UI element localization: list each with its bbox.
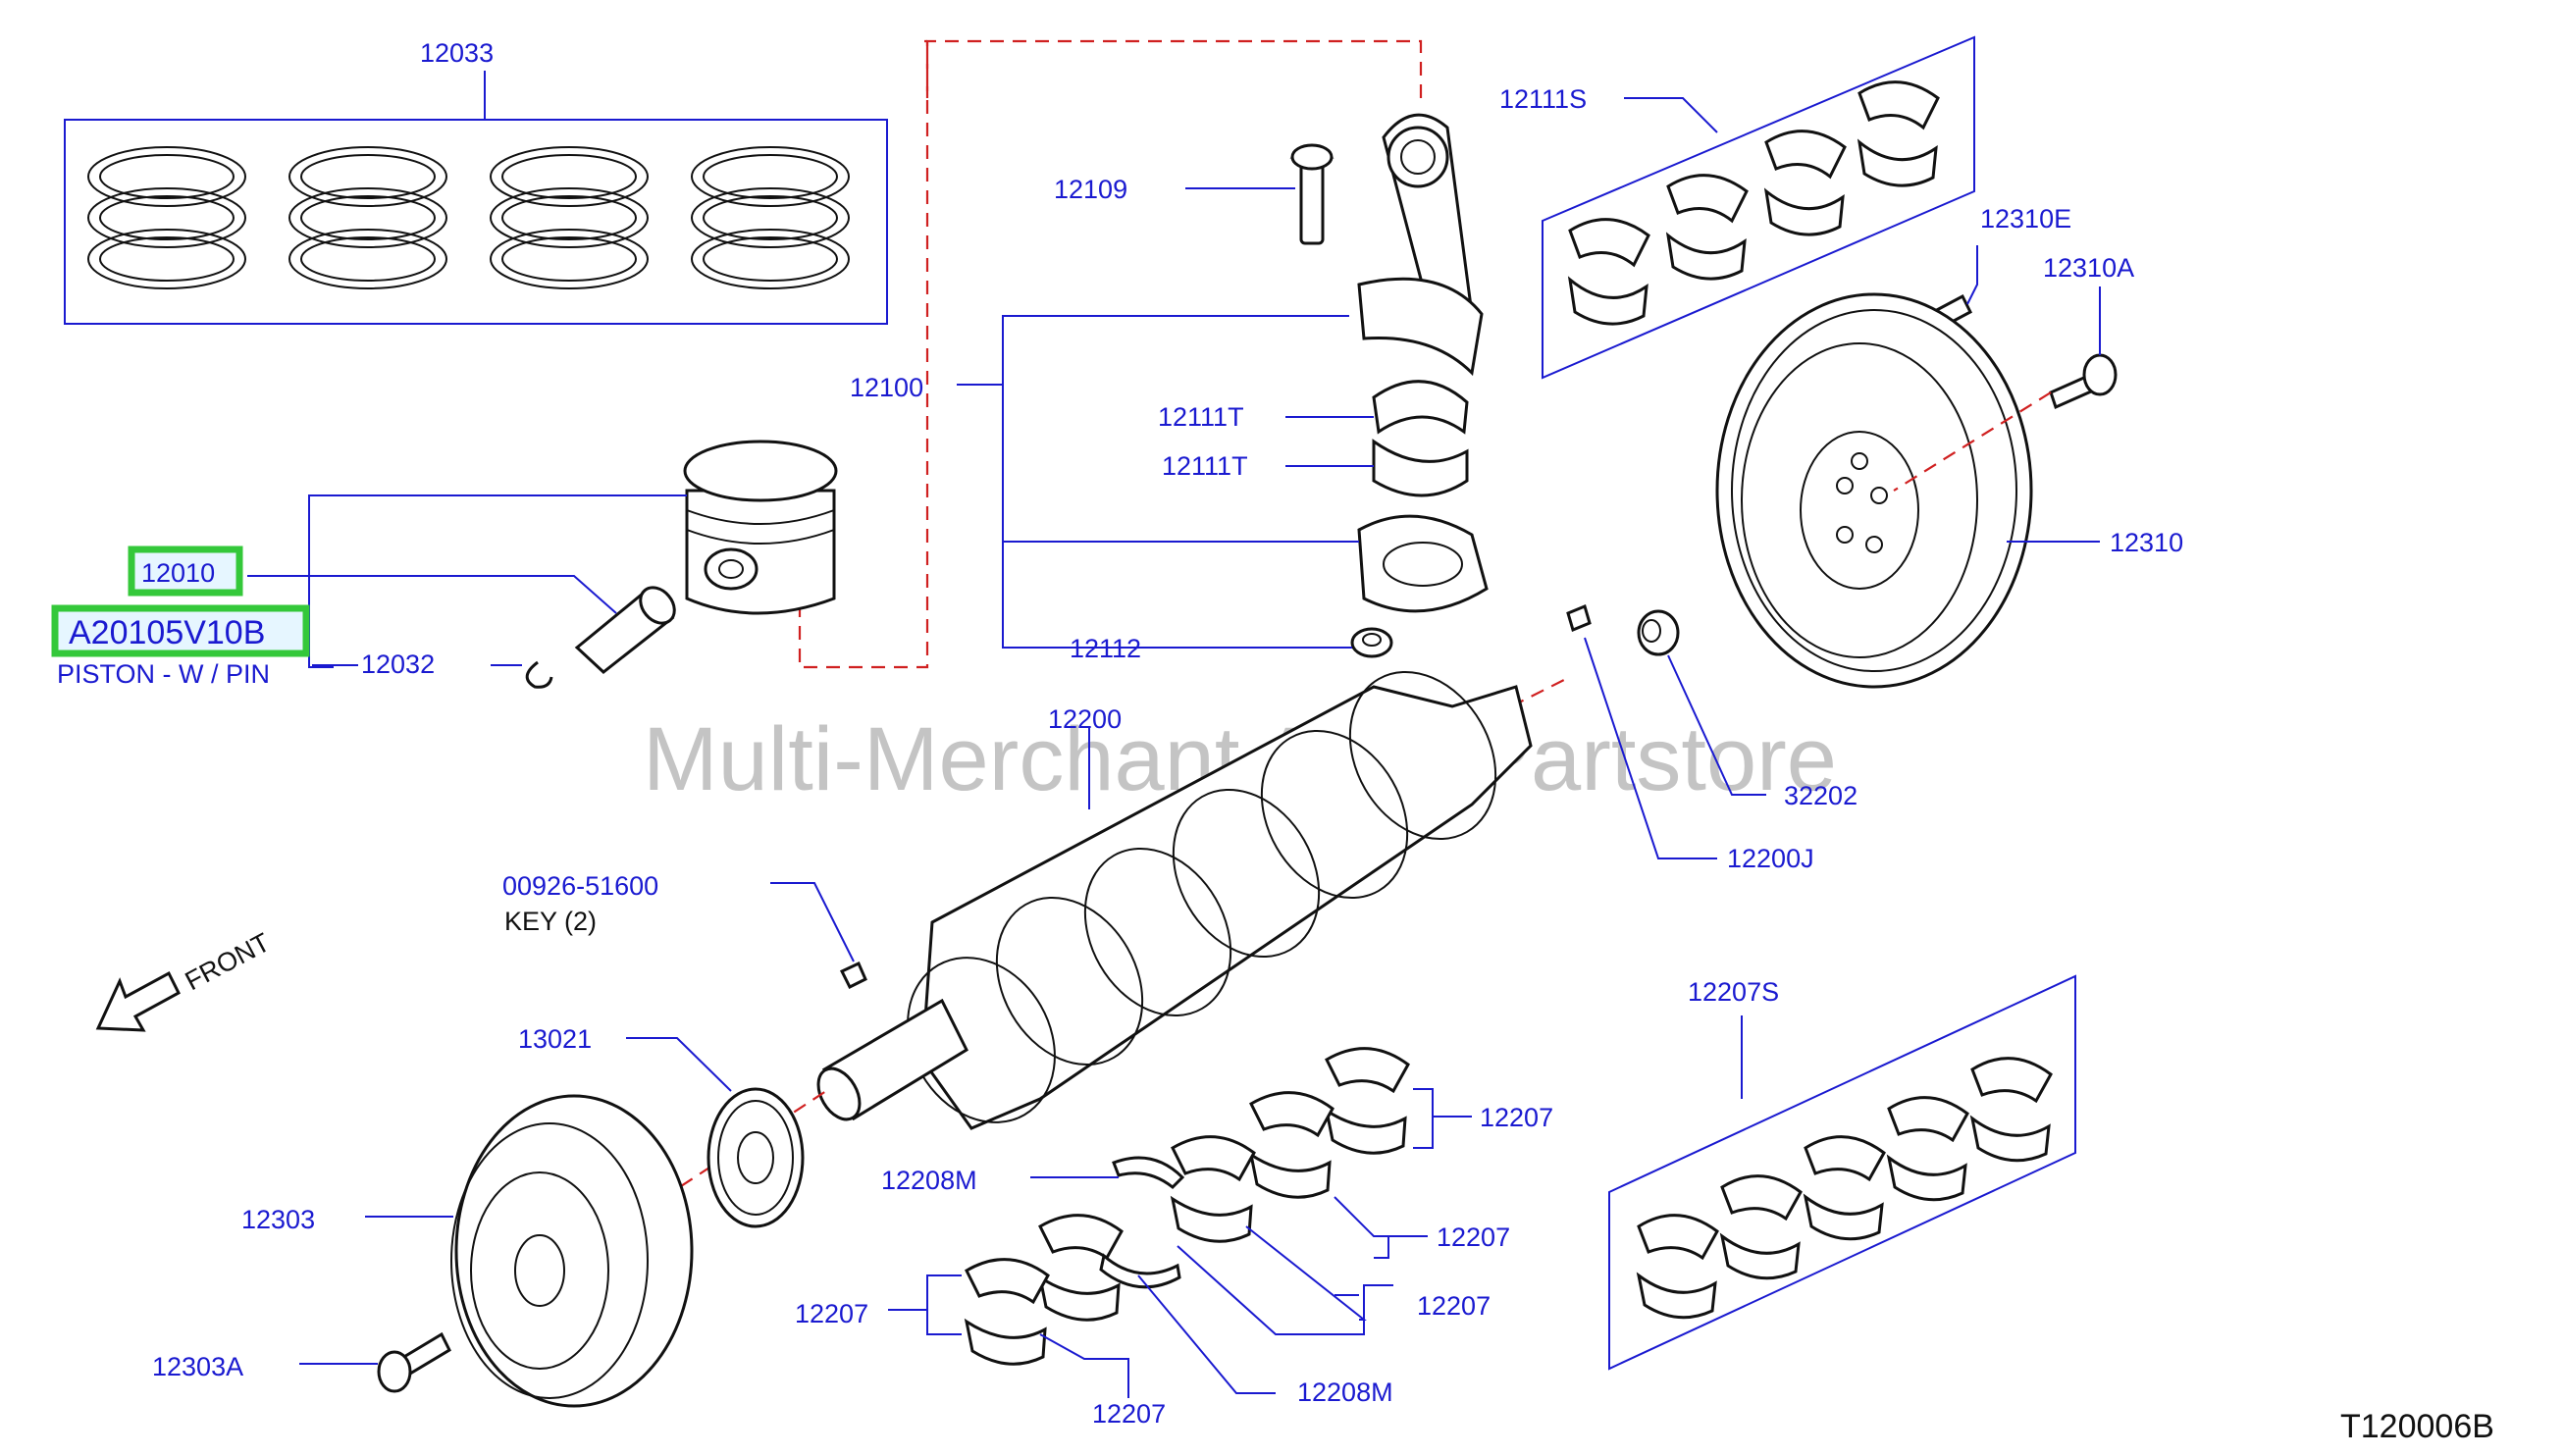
piston[interactable] (683, 440, 838, 615)
leader-12100-group (957, 315, 1359, 649)
label-12200[interactable]: 12200 (1048, 704, 1122, 734)
label-00926[interactable]: 00926-51600 (502, 871, 658, 901)
label-12033[interactable]: 12033 (420, 38, 494, 68)
label-32202[interactable]: 32202 (1784, 781, 1858, 810)
rod-nut[interactable] (1350, 627, 1393, 658)
leader-12207-c (1245, 1225, 1367, 1321)
rod-bearing-set[interactable] (1542, 35, 1975, 380)
pulley-bolt[interactable] (377, 1331, 451, 1393)
leader-12200J (1584, 637, 1717, 859)
label-12310[interactable]: 12310 (2110, 528, 2183, 557)
leader-32202 (1667, 654, 1766, 796)
thrust-washers[interactable] (1099, 1156, 1185, 1289)
label-key-desc: KEY (2) (504, 907, 597, 936)
leader-12207-d (1177, 1245, 1393, 1335)
crankshaft[interactable] (810, 646, 1533, 1149)
label-12207S[interactable]: 12207S (1688, 977, 1779, 1007)
leader-piston-group (308, 494, 687, 668)
label-12207-d[interactable]: 12207 (795, 1299, 868, 1328)
highlight-bg-12010 (131, 549, 239, 593)
label-12208M-b[interactable]: 12208M (1297, 1378, 1393, 1407)
label-12303A[interactable]: 12303A (152, 1352, 243, 1381)
highlight-bg-A20105V10B (55, 608, 306, 653)
leader-12207-f (1039, 1333, 1129, 1398)
centerline-loop (798, 39, 1423, 669)
leader-12310E (1966, 245, 1978, 305)
label-12032[interactable]: 12032 (361, 650, 435, 679)
main-bearings[interactable] (964, 1047, 1410, 1366)
label-12207-e[interactable]: 12207 (1092, 1399, 1166, 1429)
label-A20105V10B[interactable]: A20105V10B (69, 614, 265, 651)
label-12207-c[interactable]: 12207 (1417, 1291, 1491, 1321)
label-12207-b[interactable]: 12207 (1437, 1222, 1510, 1252)
leader-12208M-b (1137, 1274, 1276, 1394)
label-piston-desc: PISTON - W / PIN (57, 659, 270, 689)
leader-12207-e (888, 1274, 962, 1335)
label-12112[interactable]: 12112 (1070, 634, 1141, 663)
connecting-rod[interactable] (1357, 113, 1484, 377)
leader-00926 (770, 882, 855, 962)
piston-ring-set[interactable] (64, 119, 888, 325)
leader-12010 (247, 575, 617, 614)
flywheel-bolt[interactable] (2049, 353, 2118, 410)
leader-13021 (626, 1037, 732, 1092)
label-13021[interactable]: 13021 (518, 1024, 592, 1054)
rod-bearing-lower[interactable] (1372, 439, 1469, 497)
flywheel[interactable] (1715, 292, 2033, 689)
highlight-box-A20105V10B (51, 604, 310, 657)
leader-12207-b (1334, 1196, 1428, 1259)
crank-sprocket[interactable] (706, 1087, 805, 1228)
label-12111S[interactable]: 12111S (1499, 84, 1587, 114)
front-arrow-icon (95, 970, 181, 1032)
crank-dowel-12200J[interactable] (1566, 603, 1592, 633)
pilot-bushing-32202[interactable] (1637, 609, 1680, 656)
label-12310E[interactable]: 12310E (1980, 204, 2071, 234)
crank-pulley[interactable] (450, 1094, 694, 1408)
label-12010[interactable]: 12010 (141, 558, 215, 588)
main-bearing-set[interactable] (1608, 974, 2076, 1371)
piston-pin[interactable] (574, 581, 681, 674)
label-12109[interactable]: 12109 (1054, 175, 1127, 204)
flywheel-centerline (1893, 391, 2052, 492)
label-12310A[interactable]: 12310A (2043, 253, 2134, 283)
label-12111T-a[interactable]: 12111T (1158, 402, 1244, 432)
label-12100[interactable]: 12100 (850, 373, 923, 402)
label-12207-a[interactable]: 12207 (1480, 1103, 1553, 1132)
snap-ring[interactable] (525, 660, 553, 689)
label-12111T-b[interactable]: 12111T (1162, 451, 1248, 481)
rod-cap[interactable] (1357, 514, 1489, 613)
label-12208M-a[interactable]: 12208M (881, 1166, 977, 1195)
label-12200J[interactable]: 12200J (1727, 844, 1814, 873)
diagram-code: T120006B (2340, 1408, 2494, 1445)
label-12303[interactable]: 12303 (241, 1205, 315, 1234)
crank-key[interactable] (839, 961, 867, 990)
leader-12111S (1624, 97, 1718, 133)
leader-12207-a (1413, 1088, 1472, 1149)
front-label: FRONT (181, 927, 275, 996)
rod-bearing-upper[interactable] (1372, 380, 1469, 435)
connecting-rod-bolt[interactable] (1289, 143, 1334, 245)
highlight-box-12010 (128, 546, 243, 597)
